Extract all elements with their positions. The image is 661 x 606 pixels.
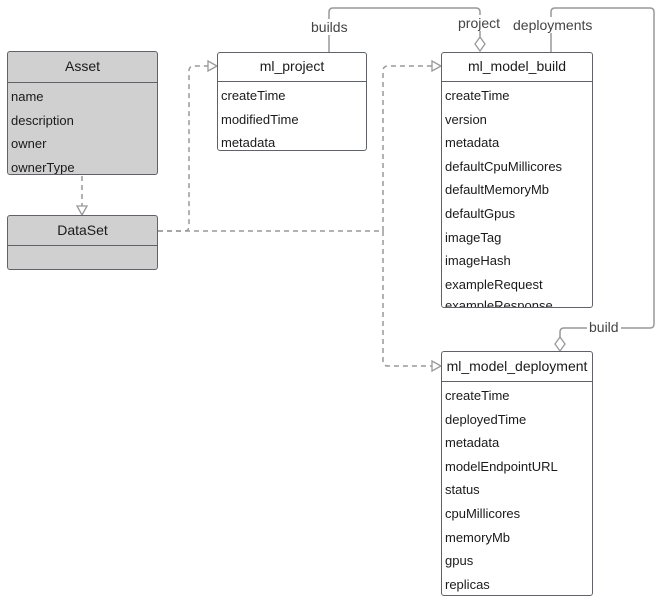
edge-label-deployments: deployments [511, 17, 595, 33]
class-attributes [8, 246, 157, 248]
class-attribute: imageHash [445, 253, 511, 269]
class-attribute: modelEndpointURL [445, 458, 558, 474]
aggregation-diamond [474, 35, 486, 53]
class-title: ml_model_build [442, 53, 592, 82]
class-attributes: name description owner ownerType [8, 83, 157, 175]
class-attribute: description [11, 112, 74, 128]
class-attribute: gpus [445, 553, 474, 569]
dependency-dataset-ml-model-build [382, 65, 432, 231]
association-build-deployments [550, 7, 655, 337]
association-project-builds [328, 7, 481, 52]
class-title: Asset [8, 52, 157, 83]
class-attribute: modifiedTime [221, 111, 299, 127]
dependency-arrowhead [431, 59, 443, 73]
class-attribute: version [445, 111, 487, 127]
class-attribute: ownerType [11, 159, 75, 175]
aggregation-diamond [554, 335, 566, 353]
class-attributes: createTime deployedTime metadata modelEn… [442, 382, 592, 595]
class-attribute: createTime [445, 88, 510, 103]
class-attribute: cpuMillicores [445, 505, 521, 521]
class-ml-model-build[interactable]: ml_model_build createTime version metada… [441, 52, 593, 308]
class-attribute: defaultMemoryMb [445, 182, 550, 198]
inheritance-arrowhead [75, 205, 89, 217]
class-attribute: deployedTime [445, 411, 527, 427]
class-attribute: defaultCpuMillicores [445, 158, 563, 174]
edge-label-builds: builds [309, 19, 350, 35]
edge-label-build: build [587, 319, 621, 335]
edge-label-project: project [456, 15, 503, 31]
class-attribute: memoryMb [445, 529, 511, 545]
class-ml-model-deployment[interactable]: ml_model_deployment createTime deployedT… [441, 351, 593, 596]
class-attribute: status [445, 482, 480, 498]
class-attributes: createTime version metadata defaultCpuMi… [442, 82, 592, 308]
class-attribute: createTime [221, 88, 286, 103]
class-attribute: owner [11, 136, 47, 151]
class-attribute: exampleRequest [445, 276, 543, 292]
class-attribute: imageTag [445, 229, 502, 245]
class-title: DataSet [8, 216, 157, 246]
class-attribute: replicas [445, 576, 490, 592]
class-title: ml_model_deployment [442, 352, 592, 382]
dependency-dataset-ml-project [158, 65, 208, 232]
class-attribute: name [11, 89, 44, 104]
class-attribute: metadata [445, 435, 500, 451]
class-title: ml_project [218, 53, 366, 82]
class-attribute: exampleResponse [445, 298, 553, 308]
class-attribute: createTime [445, 388, 510, 403]
class-ml-project[interactable]: ml_project createTime modifiedTime metad… [217, 52, 367, 151]
class-attribute: metadata [445, 135, 500, 151]
class-attribute: defaultGpus [445, 205, 516, 221]
class-attributes: createTime modifiedTime metadata [218, 82, 366, 150]
dependency-arrowhead [431, 359, 443, 373]
class-attribute: metadata [221, 135, 276, 150]
dependency-dataset-ml-model-deployment [382, 231, 432, 367]
class-dataset[interactable]: DataSet [7, 215, 158, 270]
dependency-arrowhead [207, 59, 219, 73]
class-asset[interactable]: Asset name description owner ownerType [7, 51, 158, 175]
